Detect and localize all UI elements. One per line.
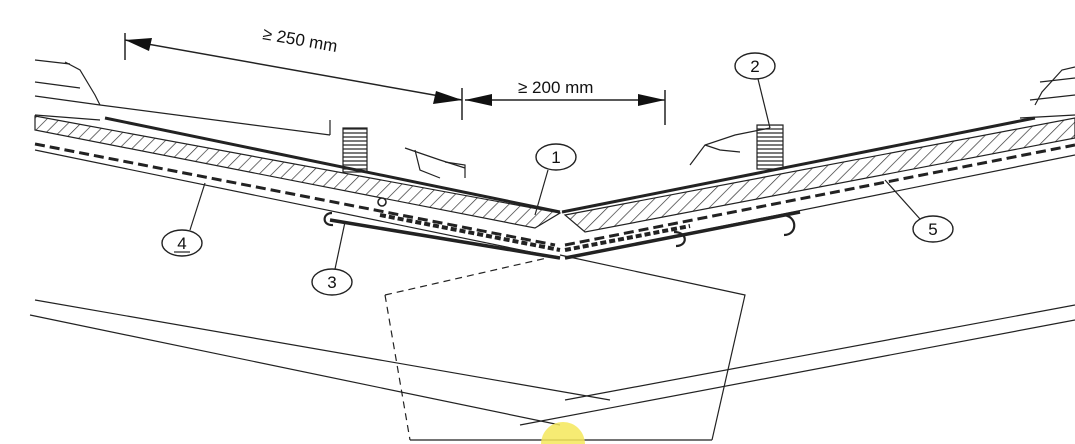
rafter-lines <box>29 299 1075 426</box>
callout-4: 4 <box>161 182 206 257</box>
overlap-dimension-label: ≥ 250 mm <box>261 24 339 56</box>
rafter-left-lower <box>29 314 561 426</box>
rafter-left-upper <box>34 299 611 401</box>
left-batten-hatch <box>34 115 562 229</box>
right-underlay-dashed <box>564 143 1075 247</box>
left-clip-hook <box>323 211 334 227</box>
callout-1: 1 <box>534 143 577 216</box>
callout-5-label: 5 <box>928 220 937 239</box>
right-roof-layers <box>561 66 1075 260</box>
callout-1-label: 1 <box>551 148 560 167</box>
left-fixing-batten <box>342 127 368 173</box>
dimension-gap: ≥ 200 mm <box>465 78 666 125</box>
left-roof-layers <box>34 59 562 260</box>
callout-2: 2 <box>734 52 776 129</box>
right-fixing-batten <box>756 124 784 170</box>
left-nail-head <box>377 197 387 207</box>
right-clip-hook-1 <box>673 230 686 248</box>
callout-3: 3 <box>311 221 353 296</box>
callout-3-label: 3 <box>327 273 336 292</box>
rafter-right-upper <box>564 304 1075 401</box>
right-batten-hatch <box>563 117 1075 233</box>
right-clip-hook-2 <box>781 213 796 237</box>
valley-board <box>384 254 746 441</box>
left-valley-sheet <box>104 116 561 214</box>
callout-4-label: 4 <box>177 234 186 253</box>
dimension-overlap: ≥ 250 mm <box>124 24 463 120</box>
rafter-right-lower <box>519 319 1075 426</box>
right-valley-sheet <box>561 116 1036 214</box>
left-underlay-dashed <box>34 142 556 247</box>
yellow-marker-icon <box>541 422 585 444</box>
gap-dimension-label: ≥ 200 mm <box>518 78 593 97</box>
callout-5: 5 <box>884 179 954 243</box>
callout-2-label: 2 <box>750 57 759 76</box>
